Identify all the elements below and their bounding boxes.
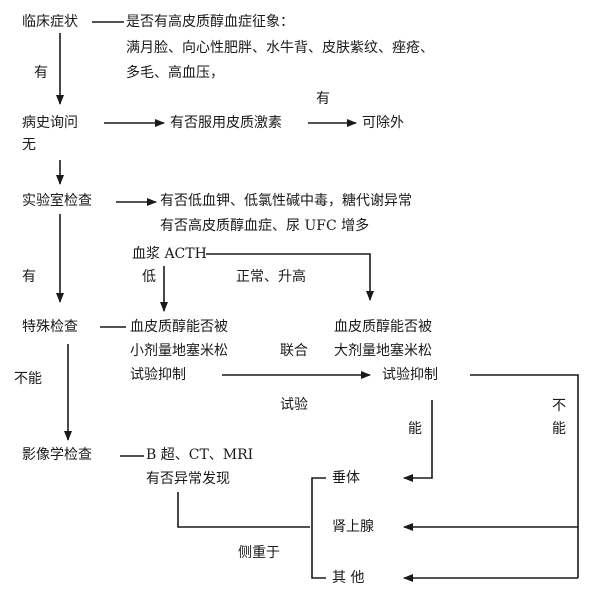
large-dex-line-2: 大剂量地塞米松 [334,343,432,359]
lab-desc-line-1: 有否低血钾、低氯性碱中毒，糖代谢异常 [160,193,412,209]
node-lab: 实验室检查 [22,193,92,209]
node-adrenal: 肾上腺 [332,519,374,535]
node-exclude: 可除外 [362,115,404,131]
small-dex-line-1: 血皮质醇能否被 [130,319,228,335]
large-dex-line-1: 血皮质醇能否被 [334,319,432,335]
bracket-outcomes [311,477,326,579]
edge-label-can: 能 [408,421,422,437]
clinical-desc-line-2: 满月脸、向心性肥胖、水牛背、皮肤紫纹、痤疮、 [126,40,434,56]
node-steroid-use: 有否服用皮质激素 [170,115,282,131]
edge-label-focus: 侧重于 [238,545,280,561]
node-special: 特殊检查 [22,319,78,335]
large-dex-line-3: 试验抑制 [382,367,438,383]
edge-label-yes-1: 有 [34,65,48,81]
node-imaging: 影像学检查 [22,447,92,463]
edge-label-yes-2: 有 [316,91,330,107]
arrow-large-dex-pituitary [403,400,433,482]
edge-label-cannot-1: 不能 [14,371,42,387]
small-dex-line-2: 小剂量地塞米松 [130,343,228,359]
imaging-desc-line-1: B 超、CT、MRI [146,447,254,463]
edge-label-normal-high: 正常、升高 [236,269,306,285]
node-pituitary: 垂体 [332,470,360,486]
node-history: 病史询问 [22,115,78,131]
connector-large-dex-cannot [470,374,579,578]
small-dex-line-3: 试验抑制 [130,367,186,383]
node-other: 其 他 [332,570,365,586]
clinical-desc-line-1: 是否有高皮质醇血症征象： [126,14,294,30]
node-acth: 血浆 ACTH [132,246,207,262]
imaging-desc-line-2: 有否异常发现 [146,471,230,487]
edge-label-low: 低 [142,269,156,285]
edge-label-no-1: 无 [22,137,36,153]
edge-label-cannot-2: 不 [552,398,566,414]
node-clinical: 临床症状 [22,14,78,30]
clinical-desc-line-3: 多毛、高血压， [126,65,224,81]
edge-label-yes-3: 有 [22,269,36,285]
edge-label-combined-1: 联合 [280,343,308,359]
connector-imaging-adrenal [177,492,310,528]
edge-label-combined-2: 试验 [280,397,308,413]
edge-label-cannot-3: 能 [552,421,566,437]
lab-desc-line-2: 有否高皮质醇血症、尿 UFC 增多 [160,218,370,234]
arrow-acth-large-dex [206,253,374,301]
